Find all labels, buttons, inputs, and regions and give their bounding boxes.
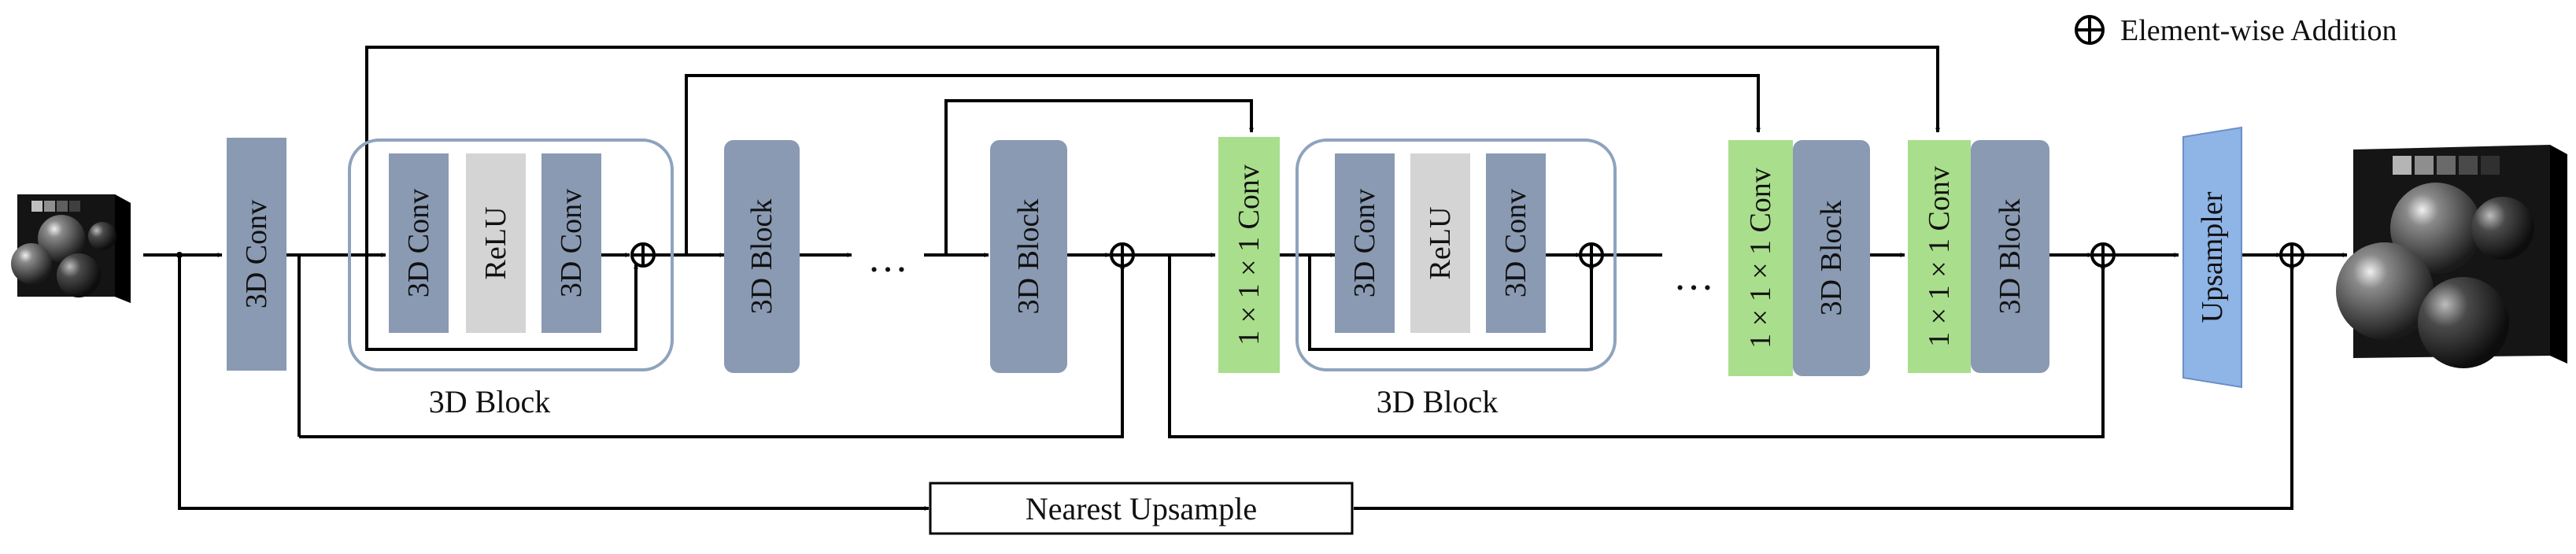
nearest-upsample-label: Nearest Upsample: [1026, 491, 1257, 526]
input-volume-image: [11, 194, 131, 303]
inner-relu-label: ReLU: [479, 207, 512, 280]
output-volume-image: [2336, 145, 2567, 368]
connections: [143, 46, 2348, 511]
add-node: [630, 242, 656, 268]
conv1x1-c-label: 1 × 1 × 1 Conv: [1923, 166, 1956, 347]
block-3d-c-label: 3D Block: [1815, 201, 1848, 316]
upsampler: Upsampler: [2182, 126, 2242, 389]
conv3d-first: 3D Conv: [227, 138, 286, 371]
legend: Element-wise Addition: [2075, 14, 2397, 47]
group-caption-2: 3D Block: [1377, 384, 1498, 419]
add-node-2: [1579, 242, 1604, 268]
ellipsis-1: …: [867, 236, 908, 281]
inner-conv-b-label: 3D Conv: [555, 189, 588, 297]
add-node-1: [1110, 242, 1135, 268]
add-node-3: [2090, 242, 2116, 268]
block-3d-d-label: 3D Block: [1994, 199, 2027, 315]
add-node-4: [2279, 242, 2304, 268]
inner-conv-b2-label: 3D Conv: [1499, 189, 1532, 297]
block-3d-a: 3D Block: [724, 140, 800, 373]
block-3d-c: 3D Block: [1793, 140, 1870, 376]
nearest-upsample: Nearest Upsample: [929, 482, 1354, 535]
block-group-1: 3D Conv ReLU 3D Conv 3D Block: [348, 138, 674, 419]
conv1x1-a: 1 × 1 × 1 Conv: [1218, 137, 1280, 373]
inner-conv-a-label: 3D Conv: [402, 189, 435, 297]
block-3d-b: 3D Block: [990, 140, 1067, 373]
conv1x1-b-label: 1 × 1 × 1 Conv: [1744, 168, 1777, 349]
conv1x1-b: 1 × 1 × 1 Conv: [1728, 140, 1793, 376]
inner-relu2-label: ReLU: [1424, 207, 1457, 280]
ellipsis-2: …: [1673, 254, 1714, 299]
upsampler-label: Upsampler: [2196, 191, 2229, 323]
legend-label: Element-wise Addition: [2120, 14, 2397, 47]
block-3d-b-label: 3D Block: [1012, 199, 1045, 315]
block-group-2: 3D Conv ReLU 3D Conv 3D Block: [1295, 138, 1617, 419]
conv3d-first-label: 3D Conv: [240, 200, 273, 308]
conv1x1-c: 1 × 1 × 1 Conv: [1908, 140, 1971, 373]
conv1x1-a-label: 1 × 1 × 1 Conv: [1233, 164, 1266, 345]
block-3d-d: 3D Block: [1971, 140, 2049, 373]
inner-conv-a2-label: 3D Conv: [1348, 189, 1381, 297]
add-icon: [2075, 15, 2105, 45]
group-caption-1: 3D Block: [429, 384, 550, 419]
block-3d-a-label: 3D Block: [745, 199, 778, 315]
